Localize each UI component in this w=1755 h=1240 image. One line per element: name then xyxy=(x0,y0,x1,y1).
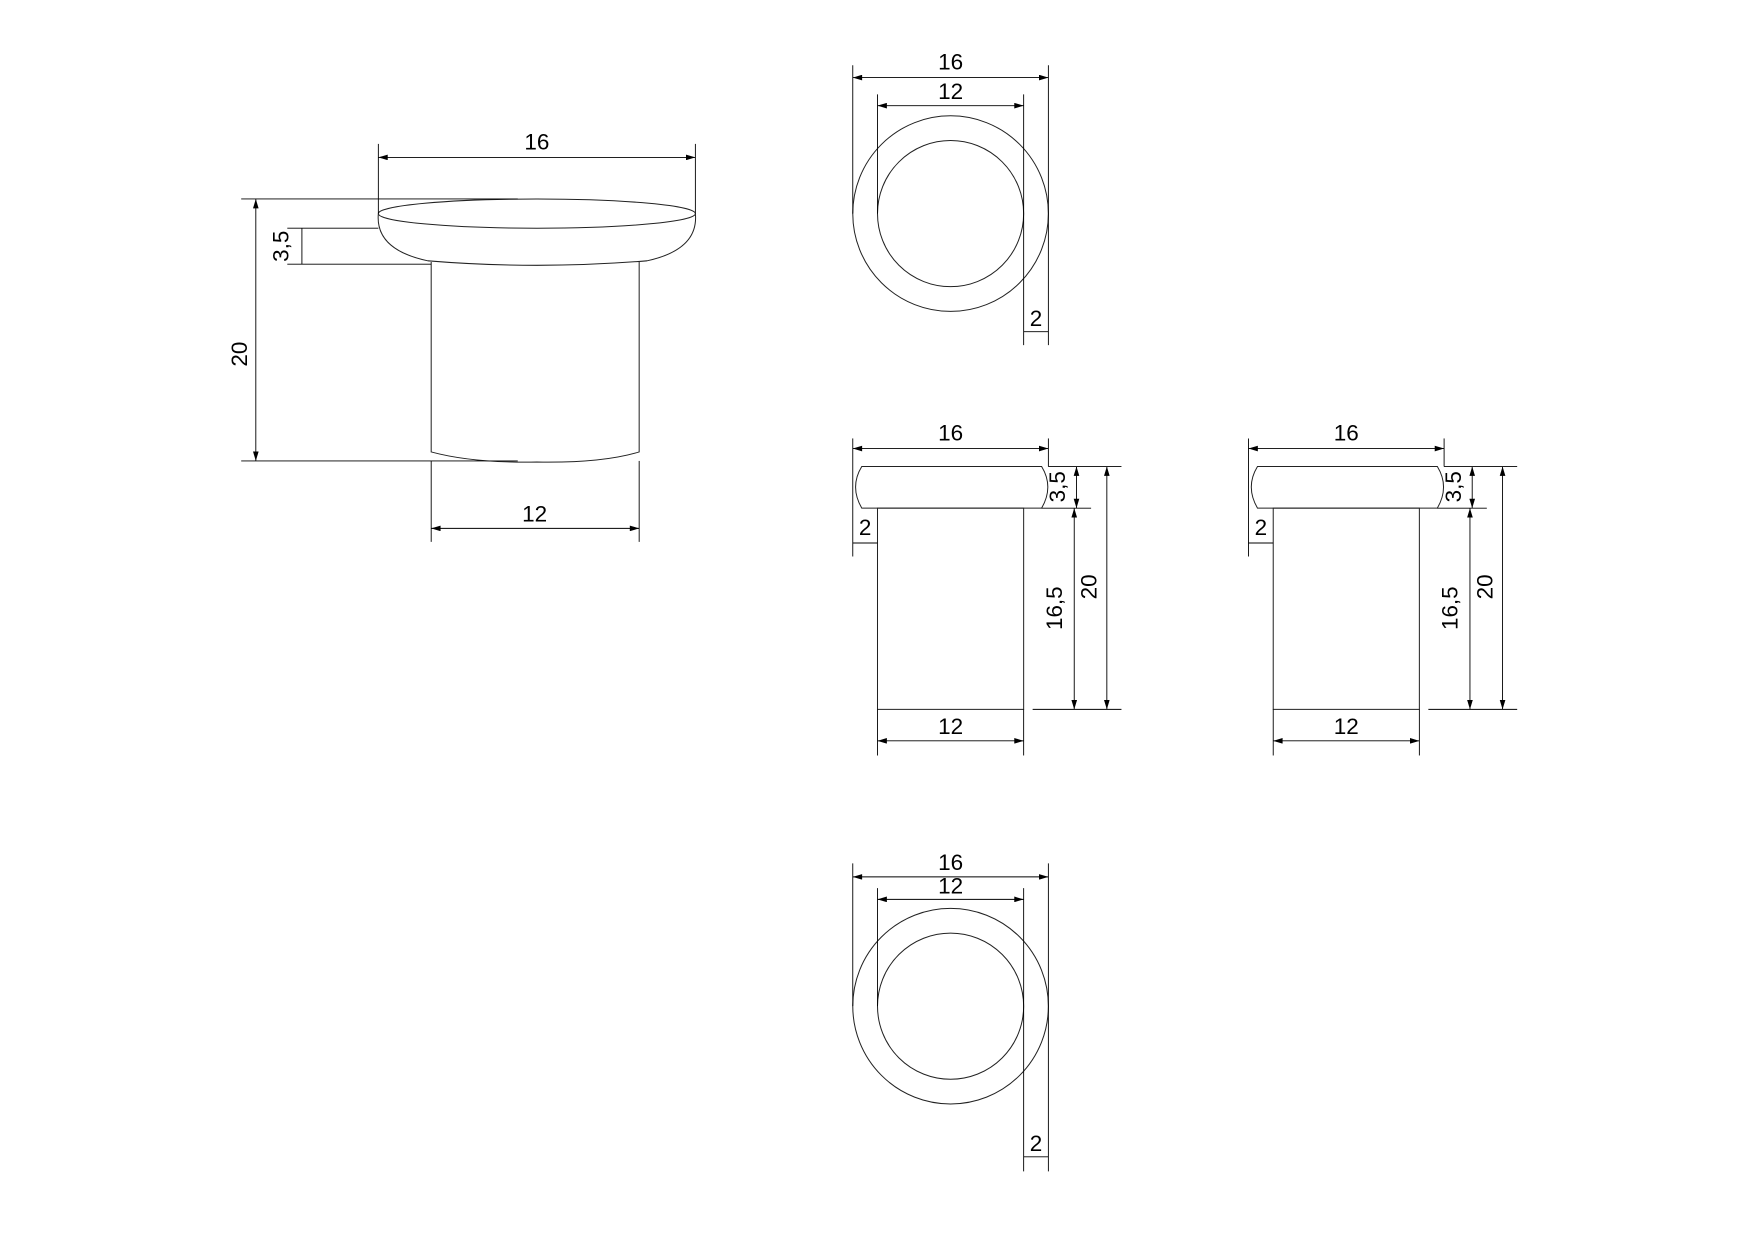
dim-label: 2 xyxy=(1255,515,1268,540)
dim-label: 16 xyxy=(938,50,963,75)
dim-label: 12 xyxy=(522,502,547,527)
flange-side xyxy=(377,213,697,266)
dim-label: 20 xyxy=(1472,574,1497,599)
dim-label: 2 xyxy=(1030,306,1043,331)
dim-label: 2 xyxy=(859,515,872,540)
dim-label: 2 xyxy=(1030,1131,1043,1156)
top-view: 16 12 2 xyxy=(852,50,1049,346)
bottom-view: 16 12 2 xyxy=(852,850,1049,1172)
dim-label: 12 xyxy=(1334,714,1359,739)
perspective-view: 16 3,5 20 12 xyxy=(227,130,697,542)
dim-label: 12 xyxy=(938,79,963,104)
dim-label: 16 xyxy=(524,130,549,155)
dim-label: 16,5 xyxy=(1438,586,1463,630)
dim-label: 16,5 xyxy=(1042,586,1067,630)
dim-label: 3,5 xyxy=(1441,471,1466,502)
dim-label: 20 xyxy=(227,342,252,367)
dim-label: 16 xyxy=(1334,421,1359,446)
dim-label: 16 xyxy=(938,421,963,446)
flange-top-ellipse xyxy=(377,198,696,229)
front-view: 16 2 3,5 16,5 20 12 xyxy=(852,421,1122,756)
body xyxy=(430,261,640,463)
dim-label: 3,5 xyxy=(1045,471,1070,502)
dim-label: 12 xyxy=(938,714,963,739)
dim-label: 3,5 xyxy=(268,231,293,262)
dim-label: 12 xyxy=(938,874,963,899)
side-view: 16 2 3,5 16,5 20 12 xyxy=(1248,421,1518,756)
dim-label: 20 xyxy=(1077,574,1102,599)
dim-label: 16 xyxy=(938,850,963,875)
